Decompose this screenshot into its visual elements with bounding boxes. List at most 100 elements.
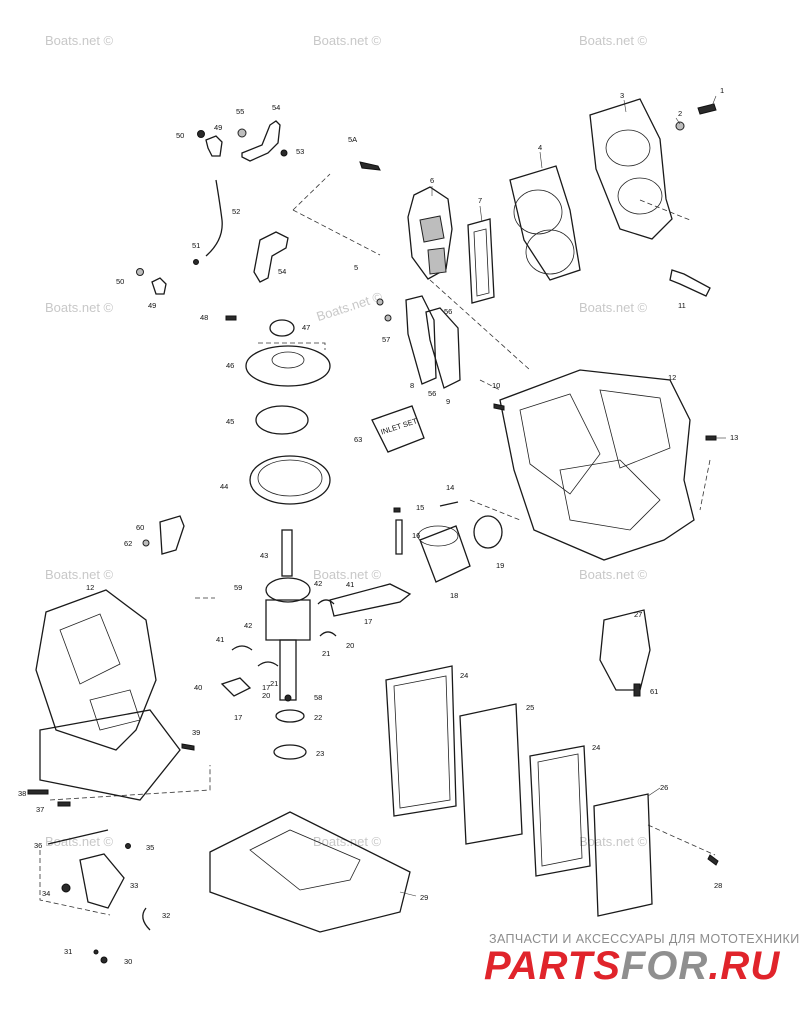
callout-label: 13 [730,433,738,442]
bracket-parts [142,515,185,555]
callout-label: 9 [446,397,450,406]
callout-label: 49 [148,301,156,310]
callout-label: 44 [220,482,228,491]
callout-label: 38 [18,789,26,798]
callout-label: 12 [86,583,94,592]
callout-label: 21 [270,679,278,688]
partsfor-logo: PARTSFOR.RU [484,944,780,988]
callout-label: 56 [444,307,452,316]
callout-label: 18 [450,591,458,600]
callout-label: 4 [538,143,542,152]
watermark: Boats.net © [579,33,648,48]
watermark: Boats.net © [313,567,382,582]
gasket-covers [209,609,719,933]
throttle-linkage [136,120,289,295]
watermark: Boats.net © [45,300,114,315]
callout-label: 15 [416,503,424,512]
callout-label: 54 [278,267,286,276]
callout-label: 27 [634,610,642,619]
watermark: Boats.net © [45,33,114,48]
callout-label: 51 [192,241,200,250]
callout-label: 43 [260,551,268,560]
callout-label: 22 [314,713,322,722]
callout-label: 32 [162,911,170,920]
callout-label: 55 [236,107,244,116]
watermark: Boats.net © [313,33,382,48]
callout-label: 63 [354,435,362,444]
callout-label: 25 [526,703,534,712]
callout-label: 50 [116,277,124,286]
callout-label: 40 [194,683,202,692]
callout-label: 6 [430,176,434,185]
callout-label: 52 [232,207,240,216]
callout-label: 12 [668,373,676,382]
callout-label: 7 [478,196,482,205]
callout-label: 2 [678,109,682,118]
watermark-layer: Boats.net © Boats.net © Boats.net © Boat… [45,33,648,849]
callout-label: 23 [316,749,324,758]
callout-label: 62 [124,539,132,548]
callout-label: 35 [146,843,154,852]
crankshaft-assembly [220,501,503,760]
watermark: Boats.net © [579,567,648,582]
callout-label: 8 [410,381,414,390]
callout-label: 24 [460,671,468,680]
callout-label: 21 [322,649,330,658]
callout-label: 28 [714,881,722,890]
callout-label: 10 [492,381,500,390]
callout-label: 17 [262,683,270,692]
callout-label: 46 [226,361,234,370]
callout-label: 59 [234,583,242,592]
callout-label: 5A [348,135,357,144]
watermark: Boats.net © [45,834,114,849]
callout-numbers: 1 2 3 4 5 6 7 8 9 10 11 12 12 13 14 15 1… [18,86,738,966]
callout-label: 24 [592,743,600,752]
callout-label: 45 [226,417,234,426]
callout-label: 30 [124,957,132,966]
callout-label: 36 [34,841,42,850]
callout-label: 42 [314,579,322,588]
callout-label: 39 [192,728,200,737]
callout-label: 16 [412,531,420,540]
callout-label: 1 [720,86,724,95]
intake-parts [359,161,495,389]
logo-part-parts: PARTS [484,944,621,988]
callout-label: 58 [314,693,322,702]
callout-label: 17 [364,617,372,626]
logo-part-for: FOR [620,944,709,988]
callout-label: 11 [678,301,686,310]
callout-label: 47 [302,323,310,332]
callout-label: 19 [496,561,504,570]
watermark: Boats.net © [313,834,382,849]
callout-label: 54 [272,103,280,112]
callout-label: 57 [382,335,390,344]
callout-label: 56 [428,389,436,398]
callout-label: 53 [296,147,304,156]
callout-label: 61 [650,687,658,696]
callout-label: 26 [660,783,668,792]
callout-label: 41 [346,580,354,589]
callout-label: 50 [176,131,184,140]
callout-label: 31 [64,947,72,956]
crankcase-lower [27,589,195,807]
watermark: Boats.net © [45,567,114,582]
inlet-set-label: INLET SET [380,416,419,436]
callout-label: 29 [420,893,428,902]
callout-label: 20 [262,691,270,700]
callout-label: 48 [200,313,208,322]
callout-label: 5 [354,263,358,272]
cylinder-head [509,98,717,297]
leader-lines [399,95,726,897]
callout-label: 41 [216,635,224,644]
callout-label: 3 [620,91,624,100]
watermark: Boats.net © [315,289,385,324]
callout-label: 34 [42,889,50,898]
bottom-linkage [47,829,151,964]
callout-label: 49 [214,123,222,132]
callout-label: 37 [36,805,44,814]
callout-label: 42 [244,621,252,630]
callout-label: 14 [446,483,454,492]
watermark: Boats.net © [579,834,648,849]
callout-label: 33 [130,881,138,890]
